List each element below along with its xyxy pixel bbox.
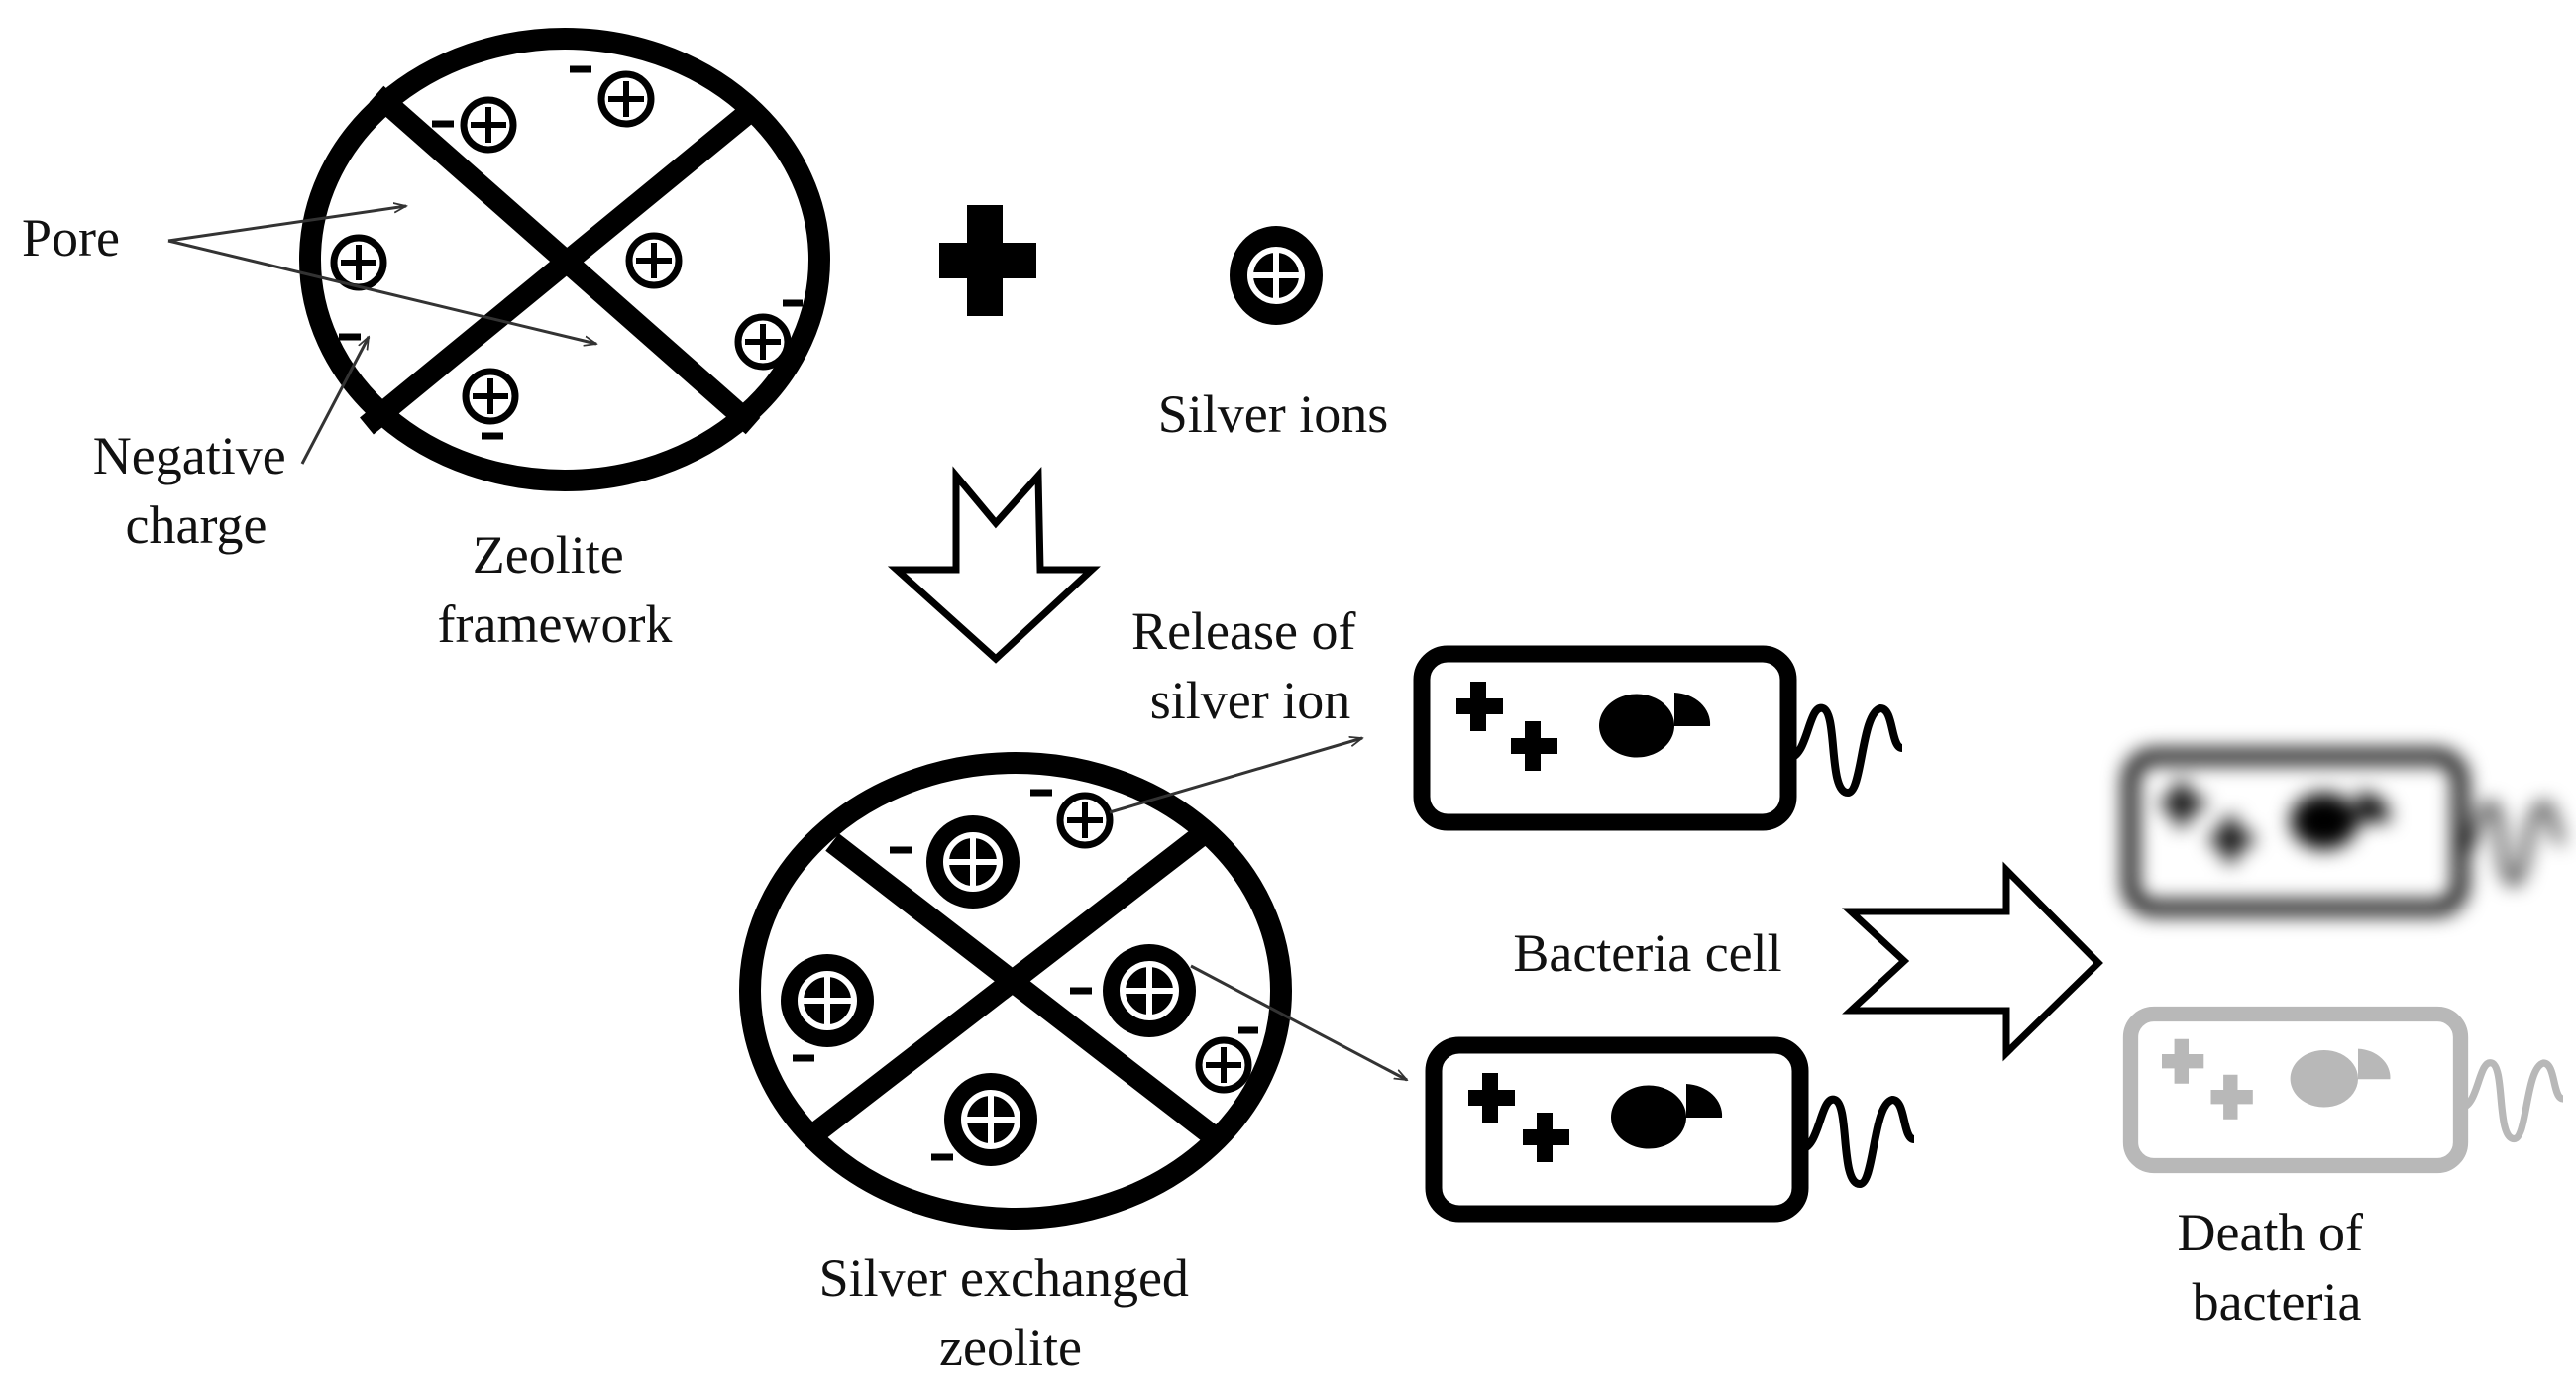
bacteria-cell-label: Bacteria cell bbox=[1513, 923, 1781, 983]
death-of-bacteria-label: Death of bacteria bbox=[2178, 1203, 2377, 1332]
dead-bacteria-faded bbox=[2131, 1015, 2564, 1166]
right-arrow-icon bbox=[1842, 861, 2103, 1062]
plus-sign-icon bbox=[939, 205, 1036, 316]
silver-ions-label: Silver ions bbox=[1158, 384, 1389, 444]
down-arrow-icon bbox=[887, 466, 1101, 664]
bacteria-cell-bottom bbox=[1434, 1045, 1914, 1214]
silver-exchanged-zeolite-label: Silver exchanged zeolite bbox=[819, 1248, 1203, 1377]
silver-exchanged-zeolite-shape bbox=[739, 752, 1292, 1230]
zeolite-framework-label: Zeolite framework bbox=[438, 525, 673, 654]
dead-bacteria-blurred bbox=[2131, 757, 2564, 909]
exchanged-negative-marks bbox=[793, 789, 1258, 1161]
release-of-silver-ion-label: Release of silver ion bbox=[1131, 601, 1369, 730]
negative-charge-marks bbox=[339, 65, 803, 440]
silver-ion-icon bbox=[1230, 226, 1323, 325]
bacteria-cell-top bbox=[1422, 654, 1902, 822]
pore-label: Pore bbox=[22, 208, 120, 267]
pore-pointer-arrows bbox=[167, 206, 596, 465]
release-arrows bbox=[1109, 738, 1407, 1082]
negative-charge-label: Negative charge bbox=[93, 426, 299, 555]
zeolite-framework-shape bbox=[299, 28, 830, 491]
